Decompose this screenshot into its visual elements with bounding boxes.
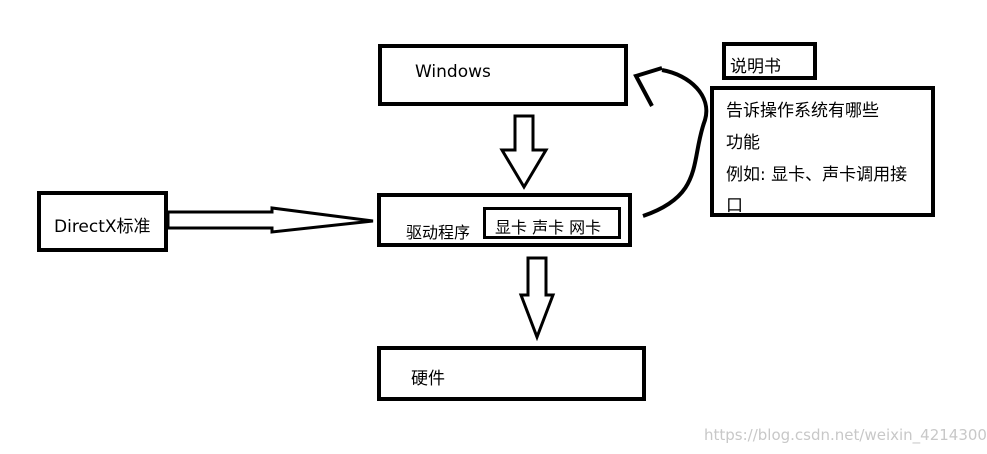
hardware-label: 硬件 [411,369,445,389]
manual-line-3: 例如: 显卡、声卡调用接 [726,165,908,185]
manual-box: 告诉操作系统有哪些 功能 例如: 显卡、声卡调用接 口 [710,86,935,217]
windows-label: Windows [415,62,491,82]
driver-label: 驱动程序 [406,223,471,242]
manual-title-label: 说明书 [730,57,781,77]
arrow-driver-to-hardware [518,256,556,342]
curved-arrow-driver-to-windows [642,68,709,218]
arrow-directx-to-driver [166,206,374,234]
manual-line-4: 口 [726,196,743,216]
hardware-box: 硬件 [377,346,646,401]
windows-box: Windows [378,44,628,106]
directx-label: DirectX标准 [54,217,151,237]
watermark-text: https://blog.csdn.net/weixin_42143003 [704,426,987,444]
driver-box: 驱动程序 显卡 声卡 网卡 [377,193,632,247]
curved-arrow-head [633,66,663,107]
cards-label: 显卡 声卡 网卡 [495,218,602,237]
manual-title-box: 说明书 [722,42,817,80]
manual-line-2: 功能 [726,133,760,153]
cards-box: 显卡 声卡 网卡 [483,207,621,239]
arrow-windows-to-driver [499,114,549,190]
directx-box: DirectX标准 [37,191,168,252]
manual-line-1: 告诉操作系统有哪些 [726,101,879,121]
